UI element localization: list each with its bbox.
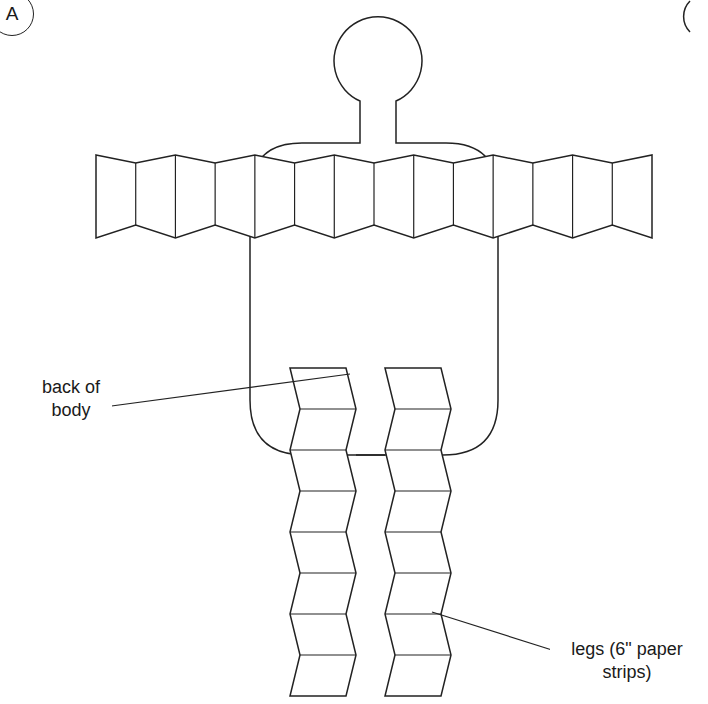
fold-line <box>290 613 346 614</box>
step-letter: A <box>6 3 19 26</box>
leader-line <box>432 612 552 650</box>
fold-line <box>294 163 295 225</box>
fold-line <box>254 155 255 238</box>
fold-line <box>175 155 176 238</box>
fold-line <box>395 408 451 409</box>
fold-line <box>300 654 356 655</box>
leader-line <box>104 374 350 407</box>
fold-line <box>395 490 451 491</box>
fold-line <box>385 531 441 532</box>
fold-line <box>532 163 533 225</box>
fold-line <box>385 613 441 614</box>
leg-strip-outline <box>290 368 356 696</box>
fold-line <box>290 531 346 532</box>
part-label: back of body <box>30 376 112 421</box>
fold-line <box>493 155 494 238</box>
fold-line <box>300 490 356 491</box>
fold-line <box>373 163 374 225</box>
fold-line <box>300 572 356 573</box>
leg-strips <box>290 368 451 696</box>
body-edge <box>356 454 385 456</box>
fold-line <box>413 155 414 238</box>
fold-line <box>453 163 454 225</box>
step-marker: A <box>0 0 34 36</box>
fold-line <box>572 155 573 238</box>
fold-line <box>300 408 356 409</box>
doll-body <box>250 17 498 455</box>
fold-line <box>290 449 346 450</box>
fold-line <box>215 163 216 225</box>
fold-line <box>135 163 136 225</box>
fold-line <box>395 572 451 573</box>
leg-strip-outline <box>385 368 451 696</box>
arm-strip <box>96 155 652 238</box>
fold-line <box>385 449 441 450</box>
fold-line <box>395 654 451 655</box>
part-label: legs (6" paper strips) <box>550 638 704 683</box>
fold-line <box>612 163 613 225</box>
fold-line <box>334 155 335 238</box>
arm-strip-outline <box>96 155 652 238</box>
step-marker-circle <box>684 1 690 32</box>
